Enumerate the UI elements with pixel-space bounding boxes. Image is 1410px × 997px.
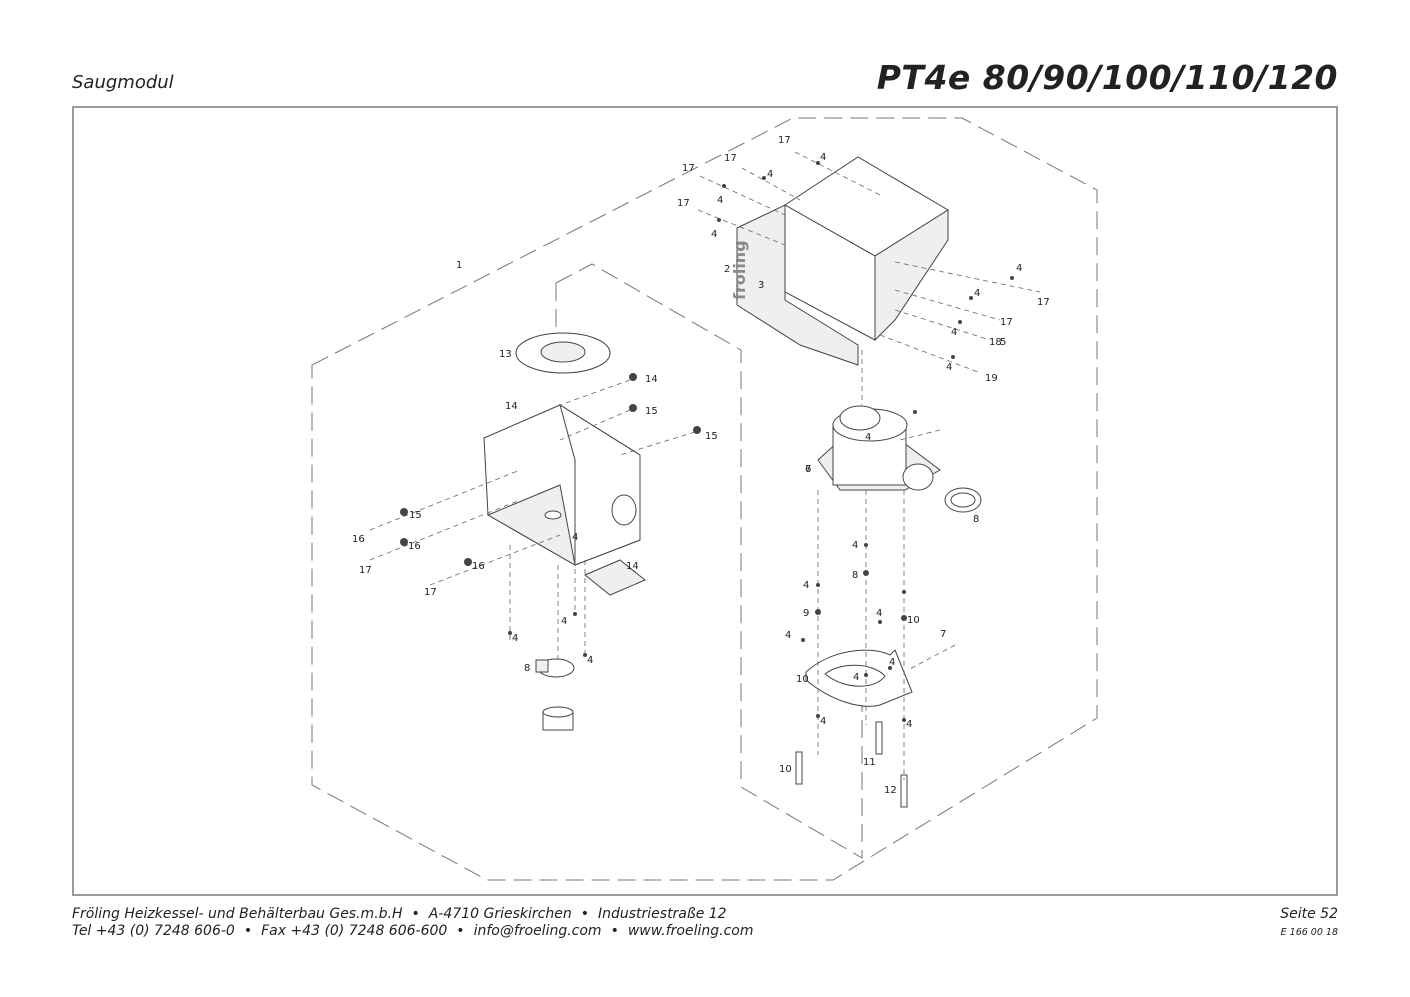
callout-10: 10 [779, 764, 792, 775]
callout-4: 4 [767, 169, 773, 180]
callout-6: 7 [940, 629, 946, 640]
company-name: Fröling Heizkessel- und Behälterbau Ges.… [72, 906, 403, 922]
bracket-part [483, 403, 641, 566]
callout-4: 4 [951, 327, 957, 338]
callout-17: 17 [682, 163, 695, 174]
callout-17: 17 [1000, 317, 1013, 328]
website-link[interactable]: www.froeling.com [627, 923, 754, 939]
callout-15: 16 [472, 561, 485, 572]
separator: • [456, 923, 465, 939]
damper-3 [900, 774, 908, 808]
footer-line-2: Tel +43 (0) 7248 606-0 • Fax +43 (0) 7248 … [72, 923, 754, 940]
separator: • [610, 923, 619, 939]
callout-13: 14 [626, 561, 639, 572]
ring-part [515, 332, 611, 374]
callout-12: 14 [505, 401, 518, 412]
callout-8: 10 [907, 615, 920, 626]
callout-4: 4 [820, 152, 826, 163]
separator: • [243, 923, 253, 939]
callout-14: 14 [645, 374, 658, 385]
callout-14: 15 [705, 431, 718, 442]
callout-4: 4 [717, 195, 723, 206]
address-city: A-4710 Grieskirchen [428, 906, 572, 922]
cover-part [736, 156, 949, 366]
callout-10: 11 [863, 757, 876, 768]
separator: • [411, 906, 420, 922]
callout-17: 17 [778, 135, 791, 146]
callout-16: 17 [359, 565, 372, 576]
hose-clamp-small [535, 658, 575, 678]
model-title: PT4e 80/90/100/110/120 [876, 58, 1338, 97]
callout-8: 8 [852, 570, 858, 581]
inner-outline [555, 263, 863, 859]
callout-17: 19 [985, 373, 998, 384]
callout-16: 16 [352, 534, 365, 545]
callout-10: 12 [884, 785, 897, 796]
callout-11: 13 [499, 349, 512, 360]
footer-page-info: Seite 52 E 166 00 18 [1280, 906, 1338, 940]
email-link[interactable]: info@froeling.com [473, 923, 602, 939]
mounting-plate [805, 649, 913, 707]
footer-line-1: Fröling Heizkessel- und Behälterbau Ges.… [72, 906, 754, 923]
callout-4: 4 [853, 672, 859, 683]
callout-4: 4 [820, 716, 826, 727]
suction-motor [817, 405, 941, 491]
hose-clamp [944, 487, 982, 513]
callout-2: 2 [724, 264, 730, 275]
callouts: 1 2 3 4 4 4 4 4 4 4 4 4 4 4 4 4 4 4 4 4 … [352, 135, 1050, 796]
callout-7: 8 [973, 514, 979, 525]
callout-4: 4 [785, 630, 791, 641]
drawing-frame [72, 106, 1338, 896]
fax: Fax +43 (0) 7248 606-600 [261, 923, 448, 939]
callout-15: 16 [408, 541, 421, 552]
assembly-outline [311, 117, 1098, 881]
label-plate [584, 559, 646, 596]
callout-4: 4 [1016, 263, 1022, 274]
callout-16: 17 [424, 587, 437, 598]
callout-4: 4 [865, 432, 871, 443]
callout-4: 4 [803, 580, 809, 591]
callout-17: 18 [989, 337, 1002, 348]
brand-logo: froling [730, 240, 749, 300]
callout-1: 1 [456, 260, 462, 271]
damper-1 [795, 751, 803, 785]
callout-4: 4 [587, 655, 593, 666]
callout-4: 4 [889, 657, 895, 668]
callout-4: 4 [876, 608, 882, 619]
leader-lines [369, 151, 1041, 780]
callout-4: 4 [561, 616, 567, 627]
callout-17: 17 [677, 198, 690, 209]
callout-4: 4 [974, 288, 980, 299]
phone: Tel +43 (0) 7248 606-0 [72, 923, 235, 939]
damper-2 [875, 721, 883, 755]
callout-17: 17 [1037, 297, 1050, 308]
sleeve-part [542, 706, 574, 731]
callout-17: 17 [724, 153, 737, 164]
callout-4: 4 [852, 540, 858, 551]
callout-9: 10 [796, 674, 809, 685]
separator: • [580, 906, 589, 922]
callout-15: 15 [409, 510, 422, 521]
callout-4: 4 [512, 633, 518, 644]
callout-4: 5 [1000, 337, 1006, 348]
callout-4: 4 [906, 719, 912, 730]
callout-4: 6 [805, 464, 811, 475]
callout-5: 7 [805, 464, 811, 475]
callout-7: 8 [524, 663, 530, 674]
callout-8: 9 [803, 608, 809, 619]
address-street: Industriestraße 12 [597, 906, 727, 922]
callout-4: 4 [711, 229, 717, 240]
section-title: Saugmodul [72, 72, 174, 93]
fastener-marks [400, 161, 1014, 722]
callout-3: 3 [758, 280, 764, 291]
callout-4: 4 [572, 532, 578, 543]
document-number: E 166 00 18 [1280, 927, 1338, 938]
footer-contact: Fröling Heizkessel- und Behälterbau Ges.… [72, 906, 754, 940]
page-number: Seite 52 [1280, 906, 1338, 922]
callout-14: 15 [645, 406, 658, 417]
callout-4: 4 [946, 362, 952, 373]
